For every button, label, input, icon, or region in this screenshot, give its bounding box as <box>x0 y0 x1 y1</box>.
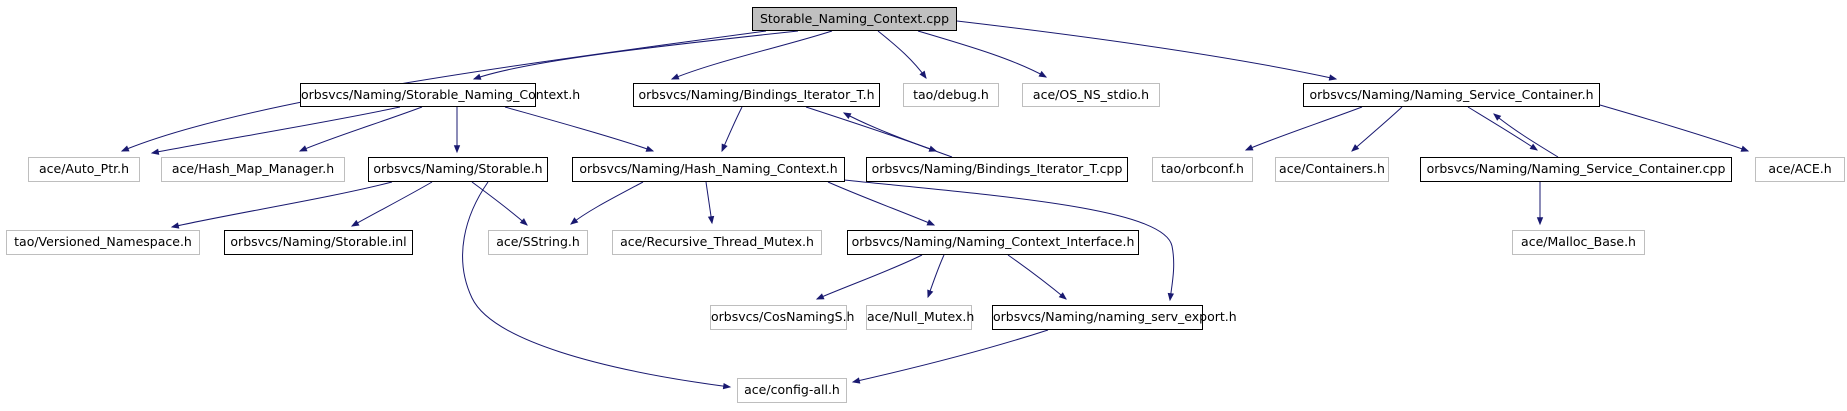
edge-nsc-h-to-containers <box>1351 106 1403 152</box>
edge-cpp-to-bit-h <box>670 30 833 80</box>
edge-snc-h-to-hash-map <box>298 106 423 152</box>
edge-snc-h-to-hnc-h <box>504 106 655 152</box>
edge-nsc-cpp-to-nsc-h <box>1493 113 1559 158</box>
edge-nci-h-to-cosnamings <box>815 254 923 300</box>
node-hash-naming-context-h[interactable]: orbsvcs/Naming/Hash_Naming_Context.h <box>572 157 845 182</box>
node-ace-null-mutex-h: ace/Null_Mutex.h <box>866 305 974 330</box>
edge-nsc-h-to-nsc-cpp <box>1467 106 1538 151</box>
edge-nci-h-to-null-mutex <box>927 254 945 299</box>
node-naming-service-container-cpp[interactable]: orbsvcs/Naming/Naming_Service_Container.… <box>1420 157 1732 182</box>
node-ace-sstring-h: ace/SString.h <box>488 230 588 255</box>
edge-cpp-to-nsc-h <box>956 20 1338 81</box>
node-tao-versioned-namespace-h: tao/Versioned_Namespace.h <box>6 230 200 255</box>
node-storable-naming-context-h[interactable]: orbsvcs/Naming/Storable_Naming_Context.h <box>300 83 580 107</box>
node-ace-os-ns-stdio-h: ace/OS_NS_stdio.h <box>1022 83 1160 107</box>
edge-cpp-to-snc-h <box>472 30 799 80</box>
node-ace-containers-h: ace/Containers.h <box>1275 157 1389 182</box>
edge-hnc-h-to-nci-h <box>827 181 936 226</box>
edge-storable-h-to-vns <box>170 181 393 229</box>
node-ace-ace-h: ace/ACE.h <box>1755 157 1845 182</box>
edge-hnc-h-to-nse-h <box>843 179 1175 302</box>
node-naming-context-interface-h[interactable]: orbsvcs/Naming/Naming_Context_Interface.… <box>847 230 1139 255</box>
node-ace-hash-map-manager-h: ace/Hash_Map_Manager.h <box>161 157 345 182</box>
edge-cpp-to-debug <box>877 30 927 79</box>
node-tao-orbconf-h: tao/orbconf.h <box>1152 157 1253 182</box>
node-ace-recursive-thread-mutex-h: ace/Recursive_Thread_Mutex.h <box>612 230 822 255</box>
edge-hnc-h-to-rtm <box>705 181 715 225</box>
edge-bit-h-to-hnc-h <box>721 106 743 153</box>
edge-cpp-to-os-ns-stdio <box>917 30 1048 78</box>
edge-nci-h-to-nse-h <box>1007 254 1067 300</box>
node-naming-serv-export-h[interactable]: orbsvcs/Naming/naming_serv_export.h <box>992 305 1237 330</box>
node-cosnamings-h: orbsvcs/CosNamingS.h <box>710 305 854 330</box>
edge-nsc-h-to-ace-h <box>1599 104 1750 152</box>
edge-cpp-to-auto-ptr <box>120 30 767 152</box>
edge-storable-h-to-sstring <box>471 181 528 226</box>
node-ace-config-all-h: ace/config-all.h <box>737 378 847 403</box>
edge-hnc-h-to-sstring <box>570 181 644 225</box>
node-bindings-iterator-t-h[interactable]: orbsvcs/Naming/Bindings_Iterator_T.h <box>633 83 880 107</box>
edge-storable-h-to-config-all <box>462 181 732 390</box>
node-storable-h[interactable]: orbsvcs/Naming/Storable.h <box>368 157 548 182</box>
edge-bit-cpp-to-bit-h <box>842 112 953 158</box>
node-bindings-iterator-t-cpp[interactable]: orbsvcs/Naming/Bindings_Iterator_T.cpp <box>866 157 1128 182</box>
node-ace-malloc-base-h: ace/Malloc_Base.h <box>1512 230 1645 255</box>
node-storable-inl[interactable]: orbsvcs/Naming/Storable.inl <box>224 230 413 255</box>
node-naming-service-container-h[interactable]: orbsvcs/Naming/Naming_Service_Container.… <box>1303 83 1600 107</box>
node-tao-debug-h: tao/debug.h <box>903 83 999 107</box>
edge-nse-h-to-config-all <box>851 329 1049 384</box>
node-storable-naming-context-cpp: Storable_Naming_Context.cpp <box>752 7 957 31</box>
node-ace-auto-ptr-h: ace/Auto_Ptr.h <box>28 157 140 182</box>
edge-snc-h-to-auto-ptr <box>150 106 401 155</box>
edge-nsc-h-to-orbconf <box>1244 106 1363 151</box>
edge-storable-h-to-storable-inl <box>350 181 433 227</box>
